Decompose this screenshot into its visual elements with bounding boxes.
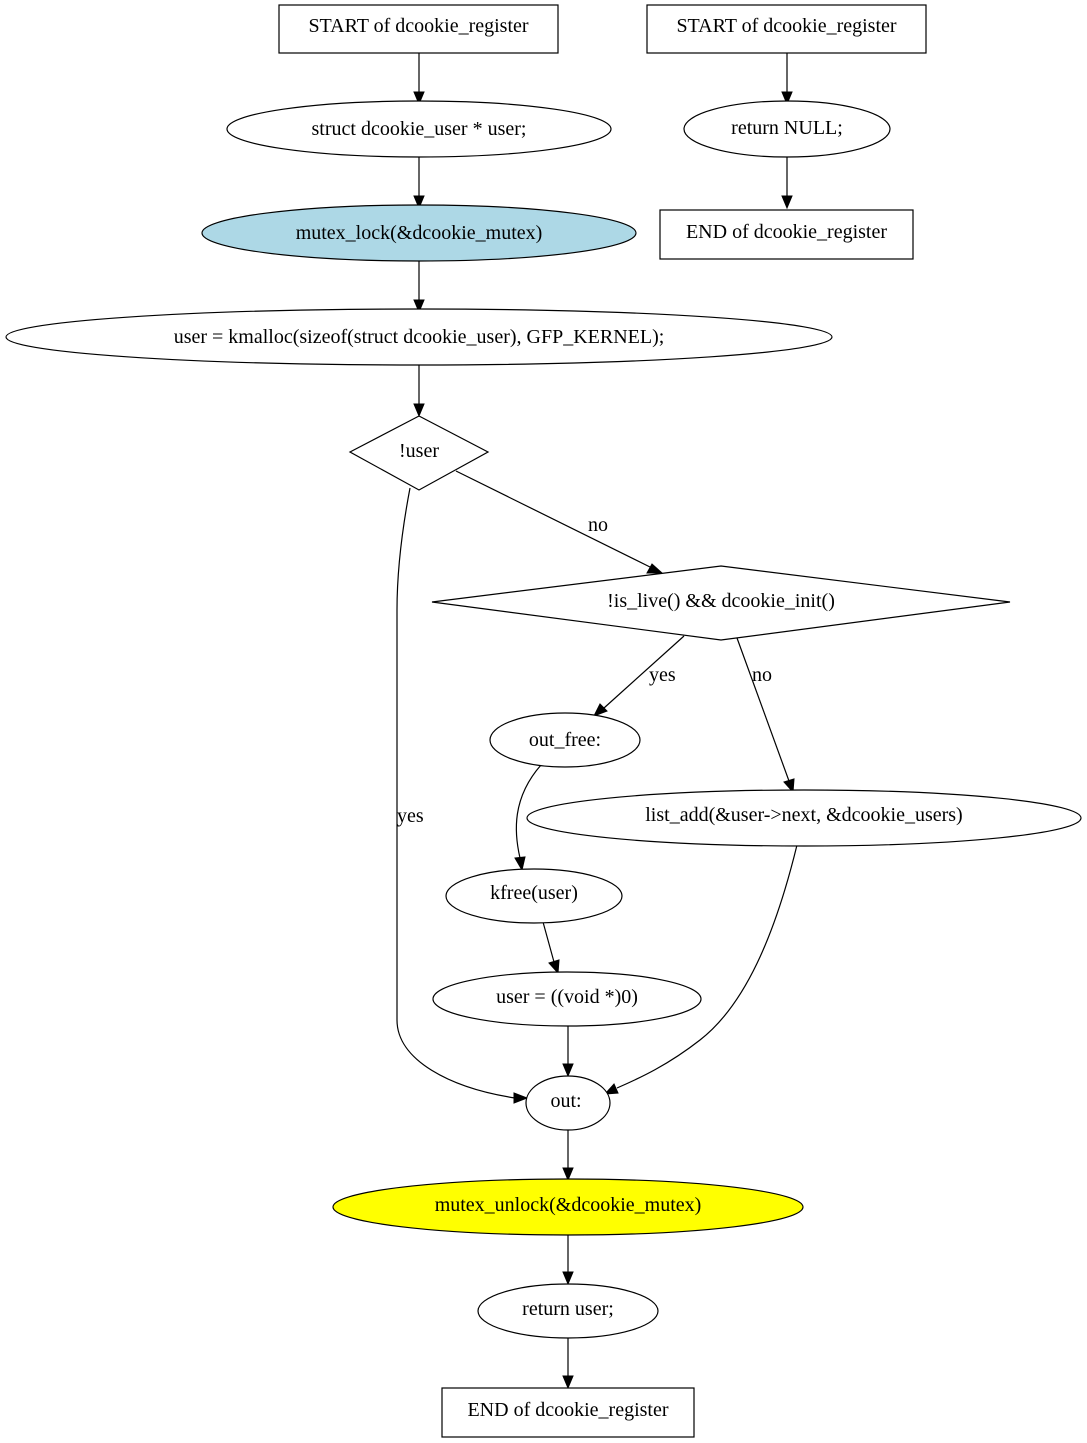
edge-cond-user-no [455, 470, 651, 568]
kfree-label: kfree(user) [490, 882, 578, 904]
edges [396, 53, 798, 1390]
node-return-null: return NULL; [683, 100, 891, 158]
edge-cond-user-yes [396, 487, 516, 1099]
edge-cond-live-no [736, 637, 790, 782]
edge-arrowhead [413, 299, 425, 314]
user-null-label: user = ((void *)0) [496, 986, 638, 1008]
edge-labels: no yes yes no [397, 514, 772, 827]
node-decl-user: struct dcookie_user * user; [226, 100, 612, 158]
node-out: out: [525, 1075, 611, 1131]
edge-cond-live-yes [603, 635, 685, 709]
edge-arrowhead [562, 1167, 574, 1182]
out-label: out: [550, 1090, 581, 1112]
node-user-null: user = ((void *)0) [432, 971, 702, 1027]
edge-arrowhead [603, 1083, 619, 1095]
out-free-label: out_free: [529, 729, 601, 751]
node-mutex-unlock: mutex_unlock(&dcookie_mutex) [332, 1178, 804, 1236]
edge-arrowhead [413, 195, 425, 210]
decl-label: struct dcookie_user * user; [312, 118, 527, 140]
kmalloc-label: user = kmalloc(sizeof(struct dcookie_use… [174, 326, 665, 348]
cond-live-diamond [431, 565, 1011, 641]
start-box [278, 4, 559, 54]
return-user-ellipse [477, 1283, 659, 1339]
node-start-main: START of dcookie_register [278, 4, 559, 54]
edge-arrowhead [781, 195, 793, 210]
node-end-main: END of dcookie_register [441, 1387, 695, 1438]
out-free-ellipse [489, 712, 641, 768]
edge-listadd-to-out [616, 844, 798, 1089]
out-ellipse [525, 1075, 611, 1131]
end-alt-box [659, 209, 914, 260]
edge-arrowhead [413, 91, 425, 106]
edge-label-live-no: no [752, 664, 772, 686]
mutex-unlock-label: mutex_unlock(&dcookie_mutex) [435, 1194, 702, 1216]
node-return-user: return user; [477, 1283, 659, 1339]
start-alt-label: START of dcookie_register [676, 15, 896, 37]
cond-live-label: !is_live() && dcookie_init() [607, 590, 835, 612]
user-null-ellipse [432, 971, 702, 1027]
edge-arrowhead [646, 563, 664, 574]
edge-arrowhead [514, 856, 526, 872]
edge-arrowhead [781, 91, 793, 106]
edge-label-user-no: no [588, 514, 608, 536]
kfree-ellipse [445, 868, 623, 924]
mutex-unlock-ellipse [332, 1178, 804, 1236]
node-cond-live: !is_live() && dcookie_init() [431, 565, 1011, 641]
edge-outfree-to-kfree [515, 764, 542, 859]
list-add-ellipse [526, 789, 1082, 847]
decl-ellipse [226, 100, 612, 158]
edge-arrowhead [513, 1092, 529, 1104]
edge-arrowhead [413, 403, 425, 418]
node-kfree: kfree(user) [445, 868, 623, 924]
end-alt-label: END of dcookie_register [686, 221, 887, 243]
end-box [441, 1387, 695, 1438]
edge-arrowhead [562, 1063, 574, 1078]
node-kmalloc: user = kmalloc(sizeof(struct dcookie_use… [5, 308, 833, 366]
kmalloc-ellipse [5, 308, 833, 366]
edge-arrowhead [548, 959, 560, 975]
node-list-add: list_add(&user->next, &dcookie_users) [526, 789, 1082, 847]
end-label: END of dcookie_register [467, 1399, 668, 1421]
return-null-label: return NULL; [731, 117, 843, 139]
edge-kfree-to-usernull [542, 921, 555, 963]
cond-user-diamond [348, 415, 490, 491]
cond-user-label: !user [399, 440, 439, 462]
edge-arrowhead [783, 778, 795, 794]
mutex-lock-ellipse [201, 204, 637, 262]
list-add-label: list_add(&user->next, &dcookie_users) [645, 804, 962, 826]
node-cond-user: !user [348, 415, 490, 491]
node-end-alt: END of dcookie_register [659, 209, 914, 260]
node-start-alt: START of dcookie_register [646, 4, 927, 54]
edge-label-live-yes: yes [649, 664, 676, 686]
return-user-label: return user; [522, 1298, 614, 1320]
start-label: START of dcookie_register [308, 15, 528, 37]
edge-arrowhead [562, 1271, 574, 1286]
mutex-lock-label: mutex_lock(&dcookie_mutex) [296, 222, 543, 244]
edge-arrowhead [562, 1375, 574, 1390]
node-mutex-lock: mutex_lock(&dcookie_mutex) [201, 204, 637, 262]
node-out-free: out_free: [489, 712, 641, 768]
start-alt-box [646, 4, 927, 54]
edge-arrowhead [592, 703, 608, 717]
return-null-ellipse [683, 100, 891, 158]
edge-label-user-yes: yes [397, 805, 424, 827]
